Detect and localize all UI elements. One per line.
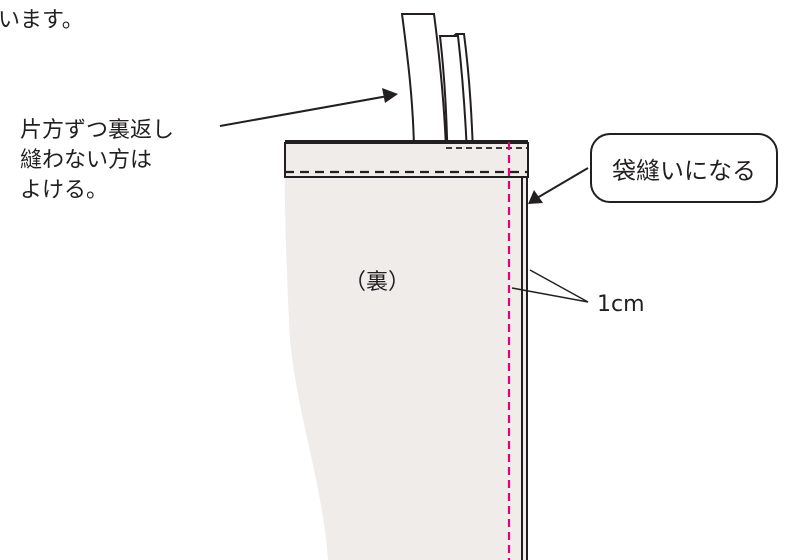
- bag-fabric-body: [284, 142, 528, 560]
- instruction-note-line-3: よける。: [20, 178, 109, 203]
- header-text-fragment: います。: [0, 8, 84, 33]
- fabric-wrong-side-label: （裏）: [344, 270, 411, 295]
- instruction-note-line-2: 縫わない方は: [20, 148, 153, 173]
- instruction-note-line-1: 片方ずつ裏返し: [20, 118, 175, 143]
- note-arrow-head: [382, 88, 398, 103]
- instruction-note: 片方ずつ裏返し 縫わない方は よける。: [20, 116, 174, 206]
- seam-allowance-label: 1cm: [597, 292, 645, 317]
- measurement-leader: [511, 269, 589, 303]
- french-seam-callout: 袋縫いになる: [590, 133, 778, 203]
- callout-label: 袋縫いになる: [612, 156, 756, 185]
- callout-arrow: [528, 167, 589, 204]
- handle-strap-front: [400, 13, 448, 149]
- callout-arrow-head: [528, 190, 543, 204]
- note-arrow: [219, 88, 398, 127]
